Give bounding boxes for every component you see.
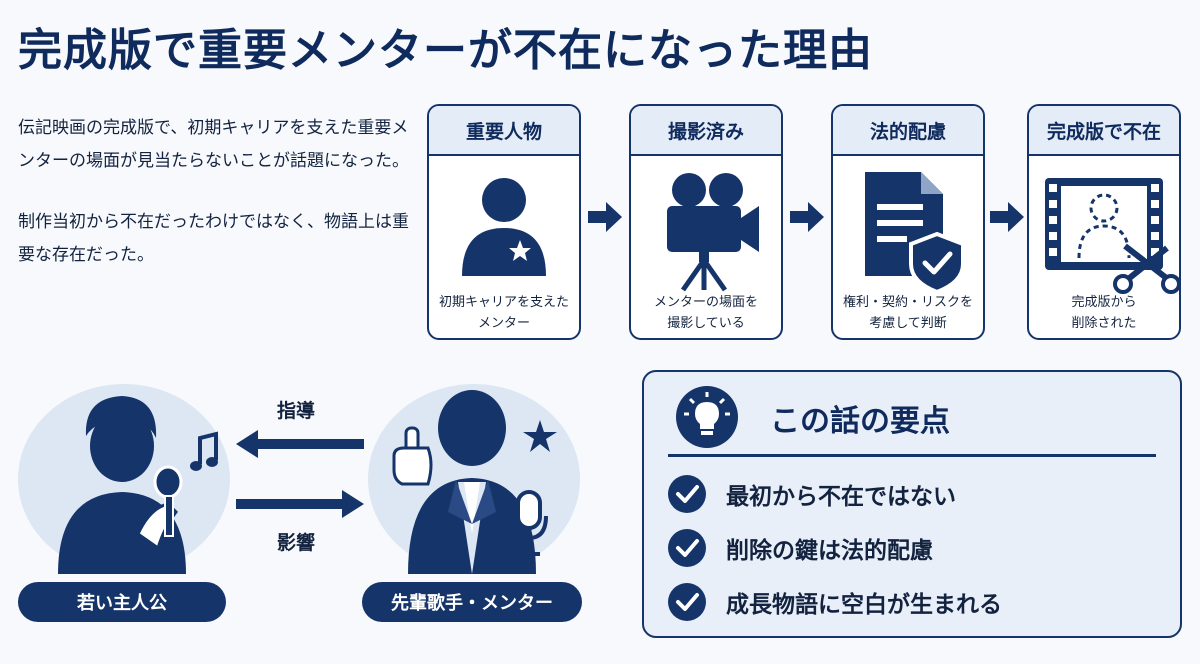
- key-points-title: この話の要点: [770, 404, 950, 439]
- step-title: 完成版で不在: [1029, 106, 1179, 156]
- film-cut-icon: [1045, 178, 1179, 294]
- step-title: 撮影済み: [631, 106, 781, 156]
- step-card-important-person: 重要人物 初期キャリアを支えた メンター: [427, 104, 581, 340]
- step-card-legal: 法的配慮 権利・契約・リスクを 考慮して判断: [831, 104, 985, 340]
- intro-paragraph-2: 制作当初から不在だったわけではなく、物語上は重要な存在だった。: [18, 212, 409, 265]
- arrow-right-icon: [588, 202, 622, 232]
- divider: [668, 454, 1156, 457]
- arrow-left-icon: [236, 430, 364, 458]
- step-caption: 初期キャリアを支えた メンター: [438, 295, 569, 331]
- person-star-icon: [462, 178, 546, 276]
- step-caption: 権利・契約・リスクを 考慮して判断: [842, 295, 973, 331]
- mentor-singer-icon: [392, 390, 557, 574]
- step-title: 重要人物: [429, 106, 579, 156]
- key-point-text: 最初から不在ではない: [726, 484, 956, 510]
- key-point-item: 最初から不在ではない: [668, 474, 956, 514]
- page-title: 完成版で重要メンターが不在になった理由: [18, 25, 873, 76]
- key-point-text: 成長物語に空白が生まれる: [726, 592, 1002, 618]
- arrow-right-icon: [990, 202, 1024, 232]
- key-point-text: 削除の鍵は法的配慮: [726, 538, 933, 564]
- key-point-item: 成長物語に空白が生まれる: [668, 582, 1002, 622]
- movie-camera-icon: [667, 173, 759, 292]
- lightbulb-icon: [676, 386, 738, 448]
- guidance-label: 指導: [277, 400, 316, 422]
- step-title: 法的配慮: [833, 106, 983, 156]
- check-circle-icon: [668, 475, 706, 513]
- step-card-filmed: 撮影済み メンターの場面を 撮影している: [629, 104, 783, 340]
- step-caption: メンターの場面を 撮影している: [653, 295, 758, 331]
- key-point-item: 削除の鍵は法的配慮: [668, 528, 933, 568]
- key-points-panel: この話の要点 最初から不在ではない 削除の鍵は法的配慮 成長物語に空白が生まれる: [642, 370, 1182, 638]
- mentor-label: 先輩歌手・メンター: [362, 582, 582, 622]
- document-shield-icon: [865, 172, 965, 295]
- step-caption: 完成版から 削除された: [1071, 295, 1137, 331]
- protagonist-label: 若い主人公: [18, 582, 226, 622]
- intro-text: 伝記映画の完成版で、初期キャリアを支えた重要メンターの場面が見当たらないことが話…: [18, 112, 418, 272]
- arrow-right-icon: [236, 490, 364, 518]
- intro-paragraph-1: 伝記映画の完成版で、初期キャリアを支えた重要メンターの場面が見当たらないことが話…: [18, 118, 409, 171]
- step-card-removed: 完成版で不在 完成版から 削除された: [1027, 104, 1181, 340]
- influence-label: 影響: [277, 532, 316, 554]
- check-circle-icon: [668, 529, 706, 567]
- arrow-right-icon: [790, 202, 824, 232]
- young-singer-icon: [58, 396, 218, 574]
- check-circle-icon: [668, 583, 706, 621]
